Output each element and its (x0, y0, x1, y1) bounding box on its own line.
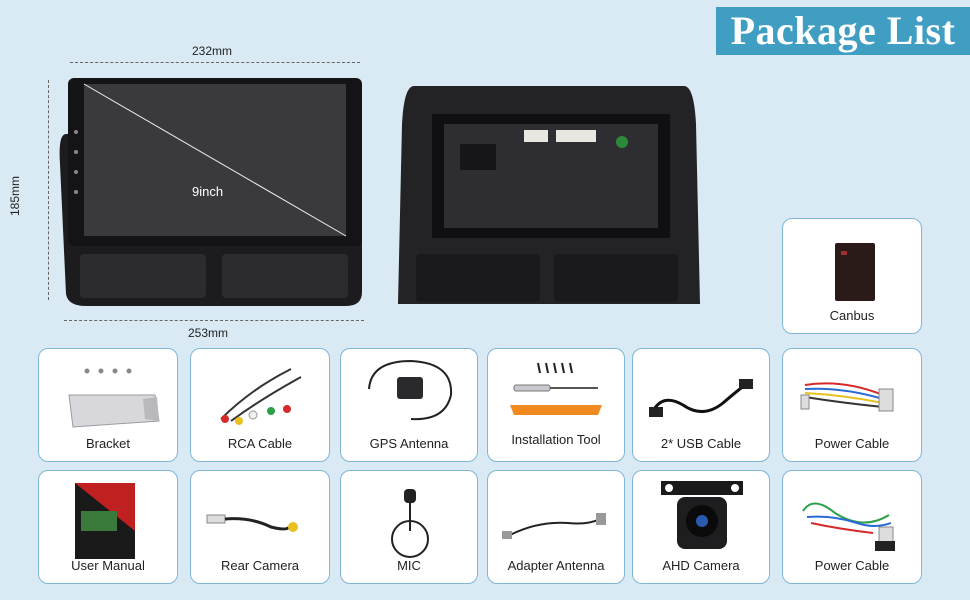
item-card-rear-camera: Rear Camera (190, 470, 330, 584)
screen-size-label: 9inch (192, 184, 224, 199)
item-card-ahd-camera: AHD Camera (632, 470, 770, 584)
item-card-mic: MIC (340, 470, 478, 584)
item-label: Installation Tool (511, 432, 601, 447)
item-card-usb-cable: 2* USB Cable (632, 348, 770, 462)
item-card-adapter-antenna: Adapter Antenna (487, 470, 625, 584)
side-dimension-line (48, 80, 49, 300)
item-card-user-manual: User Manual (38, 470, 178, 584)
bottom-width-label: 253mm (188, 326, 229, 340)
item-label: RCA Cable (227, 436, 293, 451)
top-dimension-line (70, 62, 360, 63)
item-label: Power Cable (814, 558, 890, 573)
item-label: Power Cable (814, 436, 890, 451)
bottom-dimension-line (64, 320, 364, 321)
item-label: Rear Camera (220, 558, 300, 573)
item-label: Adapter Antenna (507, 558, 605, 573)
item-label: AHD Camera (662, 558, 740, 573)
height-label: 185mm (8, 175, 22, 216)
item-card-installation-tool: Installation Tool (487, 348, 625, 462)
item-card-bracket: Bracket (38, 348, 178, 462)
package-list-title: Package List (716, 7, 970, 55)
top-width-label: 232mm (192, 44, 233, 58)
item-label: GPS Antenna (369, 436, 449, 451)
item-card-canbus: Canbus (782, 218, 922, 334)
item-label: Canbus (829, 308, 875, 323)
head-unit-front: 9inch (56, 74, 368, 310)
item-label: 2* USB Cable (660, 436, 742, 451)
item-card-gps-antenna: GPS Antenna (340, 348, 478, 462)
item-label: User Manual (71, 558, 145, 573)
head-unit-back (394, 84, 704, 312)
item-card-rca-cable: RCA Cable (190, 348, 330, 462)
item-card-power-cable-2: Power Cable (782, 470, 922, 584)
item-card-power-cable-1: Power Cable (782, 348, 922, 462)
item-label: Bracket (85, 436, 131, 451)
item-label: MIC (397, 558, 421, 573)
